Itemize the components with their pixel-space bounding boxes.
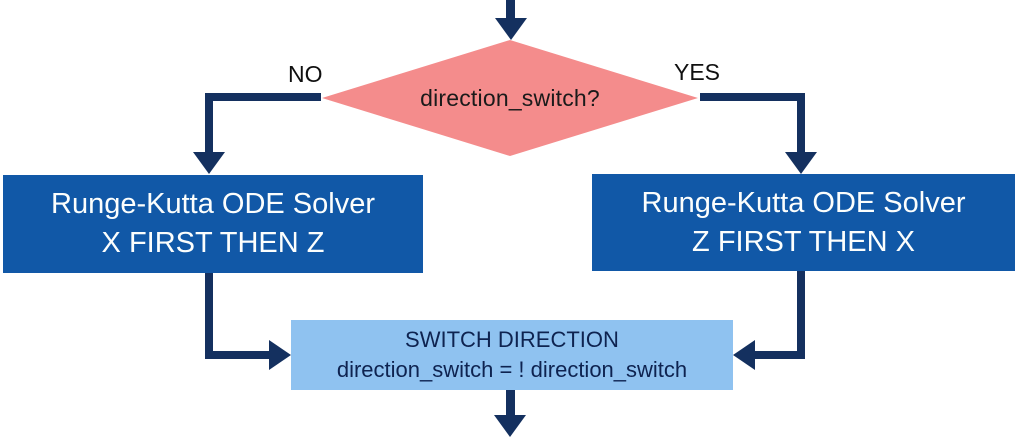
no-branch-hline xyxy=(209,93,321,101)
solver-left-line2: X FIRST THEN Z xyxy=(101,227,325,259)
branch-label-yes: YES xyxy=(674,59,721,85)
branch-label-no: NO xyxy=(288,61,323,87)
decision-diamond: direction_switch? xyxy=(322,40,698,156)
arrow-bottom-line xyxy=(506,390,515,416)
switch-box-line2: direction_switch = ! direction_switch xyxy=(336,357,688,382)
arrow-down-icon xyxy=(785,152,817,174)
solver-right-line2: Z FIRST THEN X xyxy=(692,225,915,258)
solver-right-line1: Runge-Kutta ODE Solver xyxy=(641,186,966,219)
yes-branch-vline xyxy=(797,93,805,153)
no-branch-vline xyxy=(205,93,213,153)
left-to-switch-hline xyxy=(205,351,269,359)
arrow-down-icon xyxy=(193,152,225,174)
switch-direction-box: SWITCH DIRECTION direction_switch = ! di… xyxy=(291,320,733,390)
arrow-top-line xyxy=(506,0,515,19)
arrow-down-icon xyxy=(494,415,526,437)
decision-label: direction_switch? xyxy=(420,84,600,111)
solver-box-z-first: Runge-Kutta ODE Solver Z FIRST THEN X xyxy=(592,174,1015,271)
arrow-down-icon xyxy=(495,18,527,40)
right-to-switch-vline xyxy=(797,271,805,359)
right-to-switch-hline xyxy=(755,351,805,359)
switch-box-line1: SWITCH DIRECTION xyxy=(405,327,619,352)
arrow-right-icon xyxy=(269,340,291,370)
arrow-left-icon xyxy=(733,340,755,370)
solver-left-line1: Runge-Kutta ODE Solver xyxy=(51,188,375,220)
yes-branch-hline xyxy=(700,93,801,101)
solver-box-x-first: Runge-Kutta ODE Solver X FIRST THEN Z xyxy=(3,175,423,273)
left-to-switch-vline xyxy=(205,273,213,359)
